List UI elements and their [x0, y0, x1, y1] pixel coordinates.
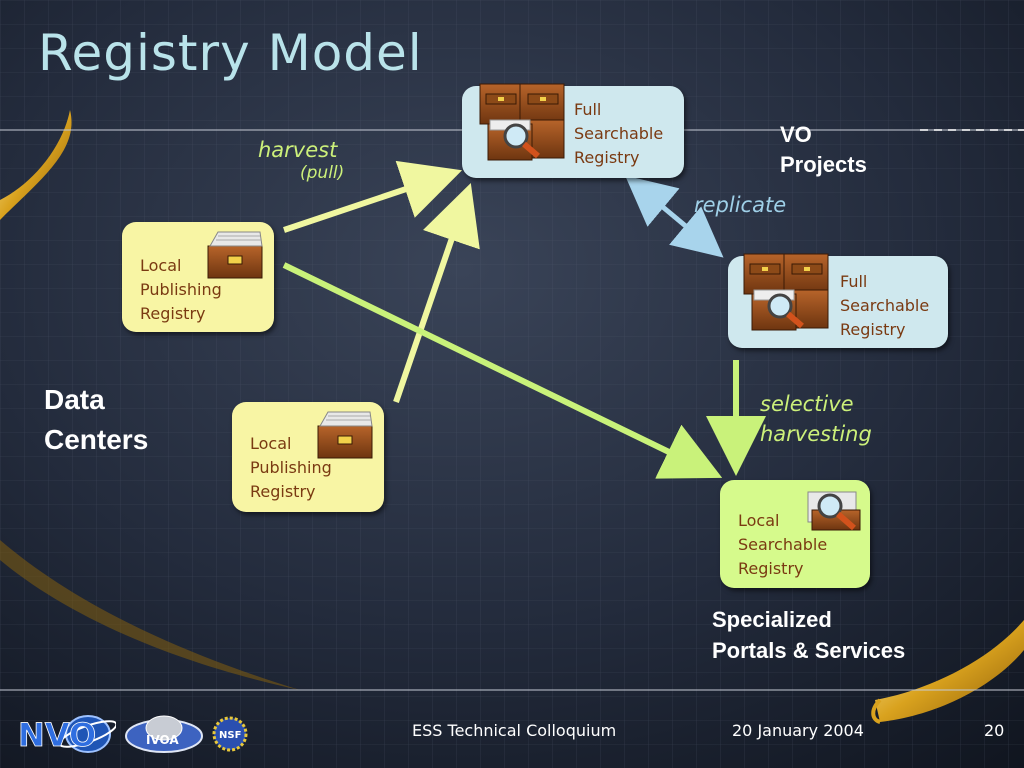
svg-text:NSF: NSF	[219, 730, 241, 741]
footer-date: 20 January 2004	[732, 721, 864, 740]
vo-projects-label: VO Projects	[780, 122, 867, 177]
file-drawer-icon	[207, 231, 263, 279]
search-registry-icon	[807, 491, 861, 531]
local-publishing-registry-2: Local Publishing Registry	[232, 402, 384, 512]
full-searchable-registry-right: Full Searchable Registry	[728, 253, 948, 348]
nsf-logo: NSF	[212, 716, 248, 752]
node-label: Full Searchable Registry	[574, 100, 664, 167]
registry-drawers-icon	[743, 253, 829, 331]
page-number: 20	[984, 721, 1005, 740]
local-publishing-registry-1: Local Publishing Registry	[122, 222, 274, 332]
arrow-harvest-2	[393, 182, 480, 403]
harvest-label: harvest	[258, 138, 338, 162]
arrow-publish-to-local	[282, 262, 723, 479]
pull-label: (pull)	[300, 163, 345, 183]
svg-text:IVOA: IVOA	[146, 733, 179, 747]
selective-harvesting-label: selective harvesting	[760, 392, 872, 446]
replicate-label: replicate	[694, 193, 787, 217]
specialized-portals-label: Specialized Portals & Services	[712, 607, 906, 663]
footer-event: ESS Technical Colloquium	[412, 721, 617, 740]
full-searchable-registry-top: Full Searchable Registry	[462, 83, 684, 178]
node-label: Local Publishing Registry	[140, 256, 222, 323]
node-label: Local Publishing Registry	[250, 434, 332, 501]
file-drawer-icon	[317, 411, 373, 459]
arrow-replicate	[625, 175, 724, 258]
data-centers-label: Data Centers	[44, 384, 149, 455]
local-searchable-registry: Local Searchable Registry	[720, 480, 870, 588]
svg-text:NVO: NVO	[18, 716, 96, 754]
node-label: Full Searchable Registry	[840, 272, 930, 339]
arrow-harvest-1	[283, 160, 463, 233]
ivoa-logo: IVOA	[125, 715, 203, 753]
nvo-logo: NVO	[18, 715, 116, 754]
page-title: Registry Model	[38, 24, 423, 82]
registry-drawers-icon	[479, 83, 565, 161]
node-label: Local Searchable Registry	[738, 511, 828, 578]
